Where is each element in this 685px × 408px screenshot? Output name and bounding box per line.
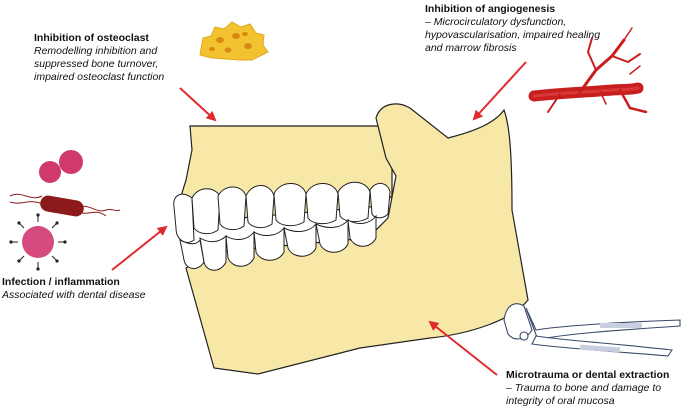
upper-tooth xyxy=(370,183,390,217)
upper-tooth xyxy=(192,189,220,234)
infection-arrow xyxy=(112,227,166,270)
lower-tooth xyxy=(254,228,284,260)
upper-tooth xyxy=(246,186,274,228)
microtrauma-label-desc: – Trauma to bone and damage to xyxy=(506,382,669,395)
angiogenesis-label: Inhibition of angiogenesis – Microcircul… xyxy=(425,3,600,55)
angiogenesis-arrow xyxy=(474,62,526,119)
osteoclast-label-desc: Remodelling inhibition and xyxy=(34,45,164,58)
infection-label-desc: Associated with dental disease xyxy=(2,289,146,302)
upper-tooth xyxy=(274,184,306,226)
microtrauma-label-title: Microtrauma or dental extraction xyxy=(506,369,669,382)
lower-tooth xyxy=(180,240,204,269)
lower-tooth xyxy=(226,232,254,266)
upper-tooth xyxy=(174,194,194,242)
extraction-forceps-icon xyxy=(504,304,680,356)
infection-label: Infection / inflammation Associated with… xyxy=(2,276,146,302)
osteoclast-arrow xyxy=(180,88,215,120)
osteoclast-label-desc: impaired osteoclast function xyxy=(34,71,164,84)
microtrauma-label: Microtrauma or dental extraction – Traum… xyxy=(506,369,669,408)
angiogenesis-label-title: Inhibition of angiogenesis xyxy=(425,3,600,16)
angiogenesis-label-desc: hypovascularisation, impaired healing xyxy=(425,29,600,42)
upper-tooth xyxy=(306,184,338,224)
osteoclast-icon xyxy=(200,22,268,60)
infection-label-title: Infection / inflammation xyxy=(2,276,146,289)
bacteria-icon xyxy=(9,150,120,271)
microtrauma-label-desc: integrity of oral mucosa xyxy=(506,395,669,408)
upper-tooth xyxy=(338,182,370,221)
osteoclast-label-desc: suppressed bone turnover, xyxy=(34,58,164,71)
osteoclast-label: Inhibition of osteoclast Remodelling inh… xyxy=(34,32,164,84)
angiogenesis-label-desc: – Microcirculatory dysfunction, xyxy=(425,16,600,29)
angiogenesis-label-desc: and marrow fibrosis xyxy=(425,42,600,55)
upper-tooth xyxy=(218,187,246,230)
osteoclast-label-title: Inhibition of osteoclast xyxy=(34,32,164,45)
